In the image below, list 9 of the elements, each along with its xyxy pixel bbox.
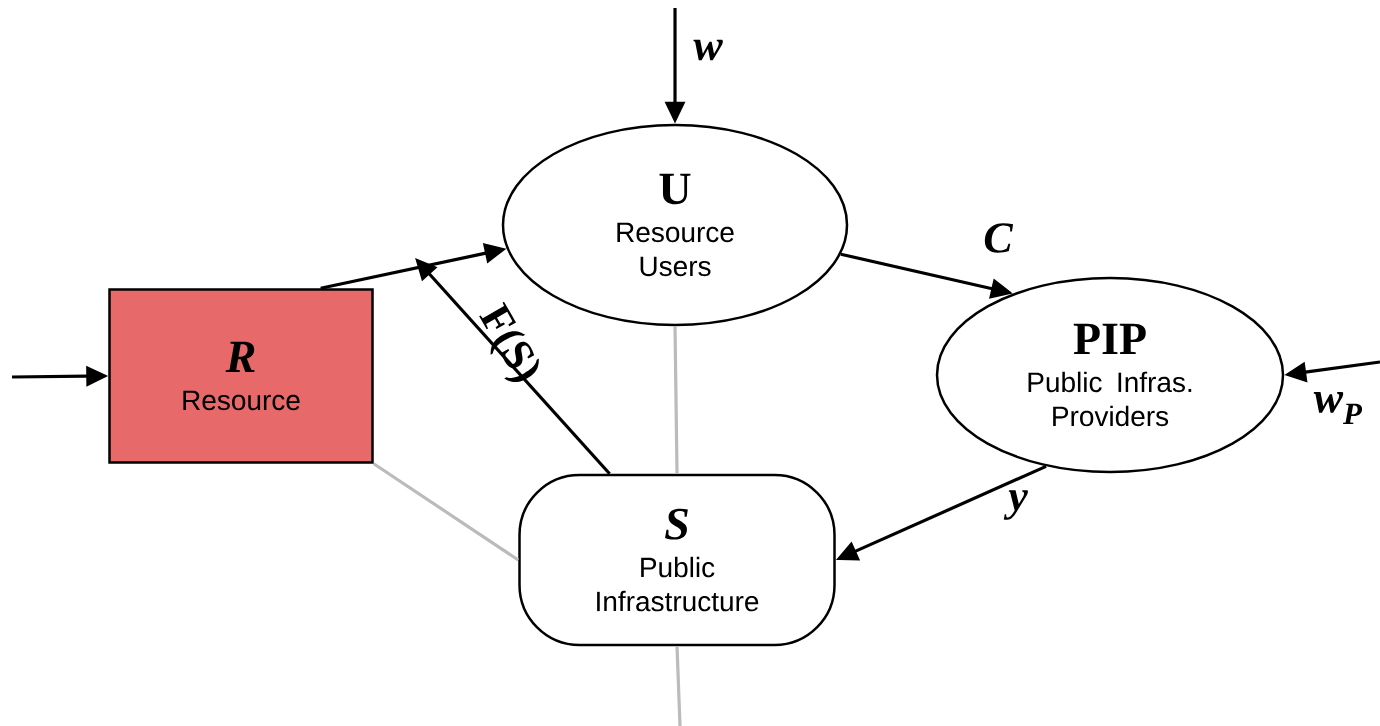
edge-label: y	[1003, 490, 1028, 520]
edge-label: w$_{P}$	[1313, 392, 1363, 424]
edge-label: C	[984, 223, 1014, 253]
connector-line	[673, 326, 679, 474]
connector-line	[675, 646, 682, 726]
edge-label: w	[693, 39, 723, 61]
resource-box: R Resource	[108, 288, 374, 464]
connector-line	[372, 462, 520, 562]
infrastructure-box: S Public Infrastructure	[518, 473, 836, 647]
